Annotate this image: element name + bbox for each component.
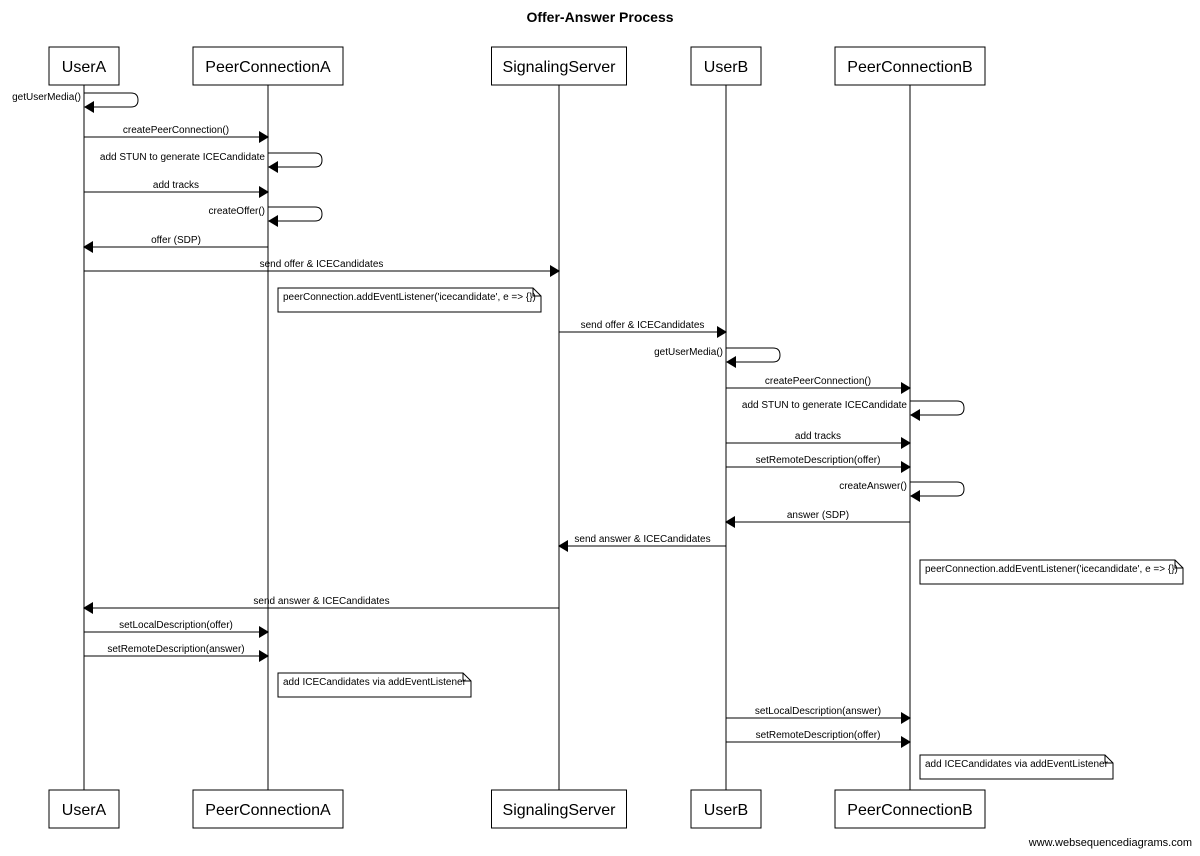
note-fold [462, 673, 471, 682]
participant-label: UserB [704, 59, 748, 76]
note-box [919, 559, 1184, 585]
message-label: setLocalDescription(offer) [119, 620, 233, 631]
self-message-label: createAnswer() [839, 481, 907, 492]
message-label: setRemoteDescription(answer) [107, 644, 244, 655]
note-fold [1174, 560, 1183, 569]
self-message-arrow [268, 152, 323, 173]
note-text: peerConnection.addEventListener('icecand… [925, 564, 1178, 575]
message-label: send offer & ICECandidates [260, 259, 384, 270]
message-label: add tracks [153, 180, 199, 191]
message-label: createPeerConnection() [123, 125, 229, 136]
self-message-arrow [910, 481, 965, 502]
participant-label: UserA [62, 802, 107, 819]
self-message-arrow [84, 92, 139, 113]
message-label: createPeerConnection() [765, 376, 871, 387]
note-box [919, 754, 1114, 780]
self-message-label: add STUN to generate ICECandidate [100, 152, 266, 163]
note-box [277, 287, 542, 313]
participant-signalingserver-top: SignalingServer [491, 46, 627, 86]
self-message-createoffer: createOffer() [209, 206, 323, 227]
participant-userb-bottom: UserB [690, 789, 762, 829]
participant-userb-top: UserB [690, 46, 762, 86]
self-message-arrow [268, 206, 323, 227]
message-answer-sdp: answer (SDP) [725, 510, 910, 528]
message-label: setRemoteDescription(offer) [756, 455, 881, 466]
message-label: add tracks [795, 431, 841, 442]
self-message-label: getUserMedia() [654, 347, 723, 358]
self-message-arrow [726, 347, 781, 368]
message-label: send offer & ICECandidates [581, 320, 705, 331]
self-message-label: createOffer() [209, 206, 266, 217]
message-add-tracks: add tracks [726, 431, 911, 449]
participant-usera-top: UserA [48, 46, 120, 86]
note-add-icecandidates-via-addeventlistener: add ICECandidates via addEventListener [919, 754, 1114, 780]
message-send-offer-icecandidates: send offer & ICECandidates [84, 259, 560, 277]
message-setlocaldescription-answer: setLocalDescription(answer) [726, 706, 911, 724]
self-message-arrow [910, 400, 965, 421]
self-message-label: getUserMedia() [12, 92, 81, 103]
message-createpeerconnection: createPeerConnection() [726, 376, 911, 394]
participant-usera-bottom: UserA [48, 789, 120, 829]
message-label: offer (SDP) [151, 235, 201, 246]
participant-peerconnectionb-top: PeerConnectionB [834, 46, 986, 86]
self-message-createanswer: createAnswer() [839, 481, 965, 502]
message-label: answer (SDP) [787, 510, 849, 521]
self-message-getusermedia: getUserMedia() [12, 92, 139, 113]
participant-label: PeerConnectionB [847, 59, 972, 76]
self-message-add-stun-to-generate-icecandidate: add STUN to generate ICECandidate [742, 400, 965, 421]
diagram-title: Offer-Answer Process [526, 9, 674, 25]
note-peerconnection-addeventlistener-icecandidate-e: peerConnection.addEventListener('icecand… [277, 287, 542, 313]
participant-label: UserA [62, 59, 107, 76]
message-setremotedescription-offer: setRemoteDescription(offer) [726, 730, 911, 748]
note-fold [1104, 755, 1113, 764]
note-box [277, 672, 472, 698]
participant-label: PeerConnectionA [205, 802, 331, 819]
note-text: peerConnection.addEventListener('icecand… [283, 292, 536, 303]
message-createpeerconnection: createPeerConnection() [84, 125, 269, 143]
note-text: add ICECandidates via addEventListener [283, 677, 467, 688]
participant-label: PeerConnectionB [847, 802, 972, 819]
participant-label: UserB [704, 802, 748, 819]
participant-label: PeerConnectionA [205, 59, 331, 76]
message-setlocaldescription-offer: setLocalDescription(offer) [84, 620, 269, 638]
participant-label: SignalingServer [503, 802, 617, 819]
participant-peerconnectionb-bottom: PeerConnectionB [834, 789, 986, 829]
message-add-tracks: add tracks [84, 180, 269, 198]
message-setremotedescription-offer: setRemoteDescription(offer) [726, 455, 911, 473]
message-label: send answer & ICECandidates [574, 534, 710, 545]
participant-label: SignalingServer [503, 59, 617, 76]
participant-peerconnectiona-bottom: PeerConnectionA [192, 789, 344, 829]
note-fold [532, 288, 541, 297]
self-message-add-stun-to-generate-icecandidate: add STUN to generate ICECandidate [100, 152, 323, 173]
message-offer-sdp: offer (SDP) [83, 235, 268, 253]
message-send-answer-icecandidates: send answer & ICECandidates [83, 596, 559, 614]
note-peerconnection-addeventlistener-icecandidate-e: peerConnection.addEventListener('icecand… [919, 559, 1184, 585]
message-label: setRemoteDescription(offer) [756, 730, 881, 741]
note-text: add ICECandidates via addEventListener [925, 759, 1109, 770]
self-message-getusermedia: getUserMedia() [654, 347, 781, 368]
self-message-label: add STUN to generate ICECandidate [742, 400, 908, 411]
footer-credit: www.websequencediagrams.com [1028, 837, 1192, 849]
message-label: setLocalDescription(answer) [755, 706, 881, 717]
message-send-answer-icecandidates: send answer & ICECandidates [558, 534, 726, 552]
message-setremotedescription-answer: setRemoteDescription(answer) [84, 644, 269, 662]
participant-peerconnectiona-top: PeerConnectionA [192, 46, 344, 86]
note-add-icecandidates-via-addeventlistener: add ICECandidates via addEventListener [277, 672, 472, 698]
participant-signalingserver-bottom: SignalingServer [491, 789, 627, 829]
message-send-offer-icecandidates: send offer & ICECandidates [559, 320, 727, 338]
message-label: send answer & ICECandidates [253, 596, 389, 607]
